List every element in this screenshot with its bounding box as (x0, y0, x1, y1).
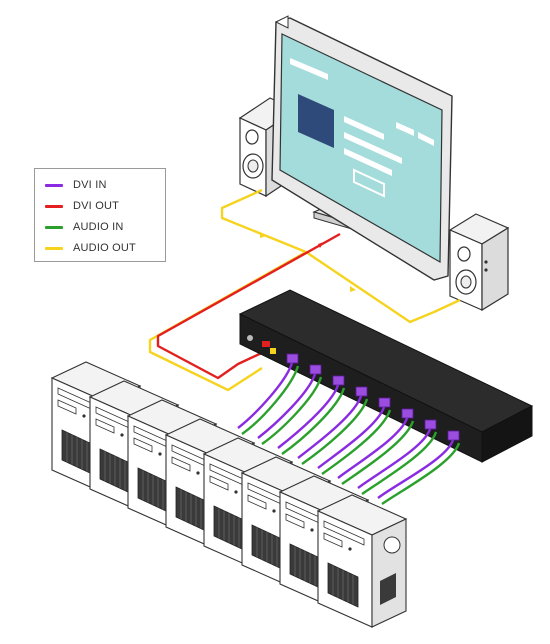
dvi-connector (355, 386, 368, 397)
dvi-connector (309, 364, 322, 375)
dvi-connector (401, 408, 414, 419)
dvi-in-cable (297, 395, 363, 459)
legend-swatch-dvi-out (45, 204, 63, 208)
input-cable-pair-8 (377, 430, 461, 505)
input-cables (237, 353, 461, 505)
dvi-in-cable (337, 417, 409, 479)
dvi-connector (332, 375, 345, 386)
input-cable-pair-5 (317, 397, 392, 475)
kvm-switch (238, 289, 534, 463)
monitor (271, 15, 453, 281)
legend-item-audio-out: AUDIO OUT (45, 238, 136, 258)
dvi-connector (447, 430, 460, 441)
audio-in-cable (301, 398, 369, 465)
audio-in-cable (241, 365, 300, 435)
side-vent (380, 573, 396, 605)
dvi-in-cable (357, 428, 432, 489)
input-cable-pair-4 (297, 386, 369, 465)
computers (50, 361, 408, 628)
computer-8 (316, 494, 408, 628)
audio-in-cable (341, 420, 415, 485)
fan-icon (383, 536, 401, 554)
legend-label: DVI OUT (73, 200, 120, 212)
legend-item-audio-in: AUDIO IN (45, 217, 124, 237)
monitor-screen (279, 33, 443, 264)
legend-swatch-audio-in (45, 225, 63, 229)
input-cable-pair-7 (357, 419, 438, 495)
input-cable-pair-3 (277, 375, 346, 455)
legend-label: AUDIO OUT (73, 242, 136, 254)
dvi-in-cable (277, 384, 340, 449)
dvi-connector (286, 353, 299, 364)
input-cable-pair-1 (237, 353, 300, 435)
audio-in-cable (281, 387, 346, 455)
dvi-in-cable (317, 406, 386, 469)
legend-label: DVI IN (73, 179, 107, 191)
dvi-in-cable (377, 439, 455, 499)
dvi-connector (424, 419, 437, 430)
legend-item-dvi-in: DVI IN (45, 175, 107, 195)
dvi-in-cable (257, 373, 317, 439)
legend-label: AUDIO IN (73, 221, 124, 233)
audio-in-cable (261, 376, 323, 445)
input-cable-pair-2 (257, 364, 323, 445)
legend-swatch-audio-out (45, 246, 63, 250)
audio-in-cable (381, 442, 461, 505)
audio-in-cable (361, 431, 438, 495)
dvi-out-cable (156, 232, 341, 380)
input-cable-pair-6 (337, 408, 415, 485)
legend: DVI IN DVI OUT AUDIO IN AUDIO OUT (34, 168, 166, 262)
legend-item-dvi-out: DVI OUT (45, 196, 119, 216)
dvi-in-cable (237, 362, 294, 429)
legend-swatch-dvi-in (45, 183, 63, 187)
dvi-connector (378, 397, 391, 408)
right-speaker (448, 213, 510, 312)
audio-in-cable (321, 409, 392, 475)
